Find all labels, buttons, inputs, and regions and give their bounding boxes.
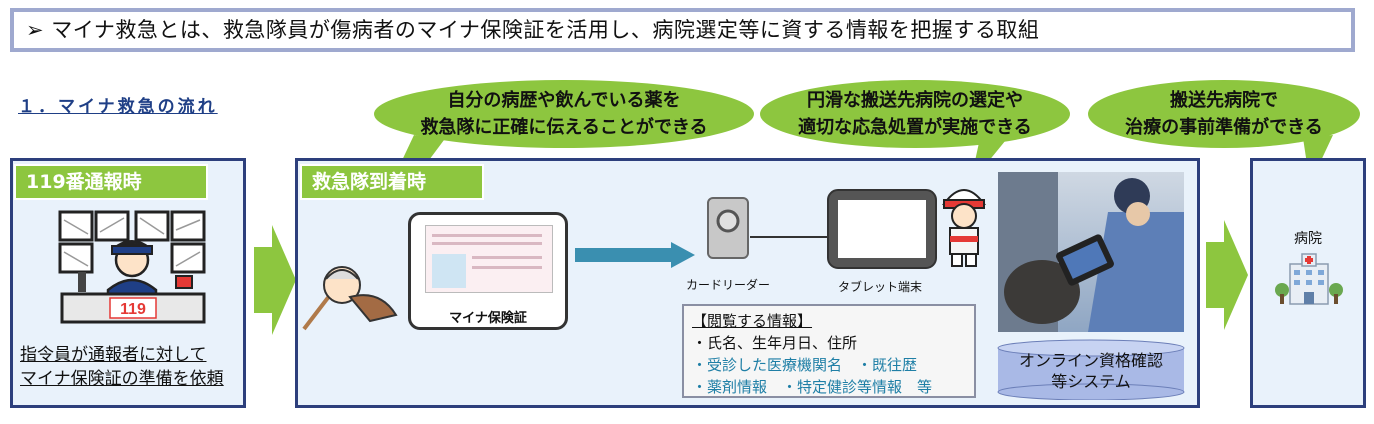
panel-119-caption: 指令員が通報者に対して マイナ保険証の準備を依頼 [20, 343, 224, 391]
panel-119-caption-line1: 指令員が通報者に対して [20, 345, 207, 365]
system-label: オンライン資格確認 等システム [996, 350, 1186, 392]
dispatcher-icon: 119 [58, 210, 206, 324]
tablet-label: タブレット端末 [838, 280, 923, 294]
card-to-reader-arrow [575, 242, 695, 268]
info-line-medical: ・受診した医療機関名 ・既往歴 [692, 356, 918, 374]
flow-arrow-2 [1206, 220, 1248, 330]
headline-text: ➢ マイナ救急とは、救急隊員が傷病者のマイナ保険証を活用し、病院選定等に資する情… [26, 18, 1040, 42]
info-line-identity: ・氏名、生年月日、住所 [692, 334, 858, 352]
system-cylinder [997, 339, 1185, 400]
mynumber-card: マイナ保険証 [408, 212, 568, 330]
bubble-hospital-line1: 搬送先病院で [1170, 90, 1278, 111]
card-reader-label: カードリーダー [686, 278, 771, 292]
card-caption: マイナ保険証 [449, 311, 527, 326]
bubble-ems-line1: 円滑な搬送先病院の選定や [807, 90, 1023, 111]
info-line-drugs: ・薬剤情報 ・特定健診等情報 等 [692, 378, 933, 396]
info-box: 【閲覧する情報】 ・氏名、生年月日、住所 ・受診した医療機関名 ・既往歴 ・薬剤… [682, 304, 976, 398]
hospital-label: 病院 [1294, 231, 1322, 247]
tablet-icon [827, 189, 937, 269]
card-face [425, 225, 553, 293]
bubble-hospital-line2: 治療の事前準備ができる [1125, 117, 1323, 138]
bubble-patient-line1: 自分の病歴や飲んでいる薬を [447, 90, 681, 111]
desk-number: 119 [120, 301, 146, 318]
headline-box: ➢ マイナ救急とは、救急隊員が傷病者のマイナ保険証を活用し、病院選定等に資する情… [10, 8, 1355, 52]
panel-119-label: 119番通報時 [14, 164, 208, 200]
card-photo [432, 254, 466, 288]
flow-arrow-1 [254, 225, 296, 335]
hospital-icon [1275, 253, 1343, 305]
system-label-line2: 等システム [1051, 372, 1131, 391]
ems-photo [998, 172, 1184, 332]
bubble-patient-line2: 救急隊に正確に伝えることができる [420, 117, 708, 138]
patient-icon [302, 266, 398, 331]
bubble-patient: 自分の病歴や飲んでいる薬を 救急隊に正確に伝えることができる [356, 80, 754, 258]
info-title: 【閲覧する情報】 [692, 312, 813, 330]
bubble-hospital: 搬送先病院で 治療の事前準備ができる [1088, 80, 1360, 184]
section-title: １．マイナ救急の流れ [18, 97, 218, 117]
paramedic-icon [942, 189, 986, 267]
panel-119-caption-line2: マイナ保険証の準備を依頼 [20, 369, 224, 389]
panel-ems-label: 救急隊到着時 [300, 164, 484, 200]
card-reader-icon [707, 197, 749, 259]
system-label-line1: オンライン資格確認 [1018, 351, 1163, 370]
reader-tablet-connector [750, 236, 828, 238]
bubble-ems: 円滑な搬送先病院の選定や 適切な応急処置が実施できる [760, 80, 1070, 184]
bubble-ems-line2: 適切な応急処置が実施できる [798, 117, 1032, 138]
